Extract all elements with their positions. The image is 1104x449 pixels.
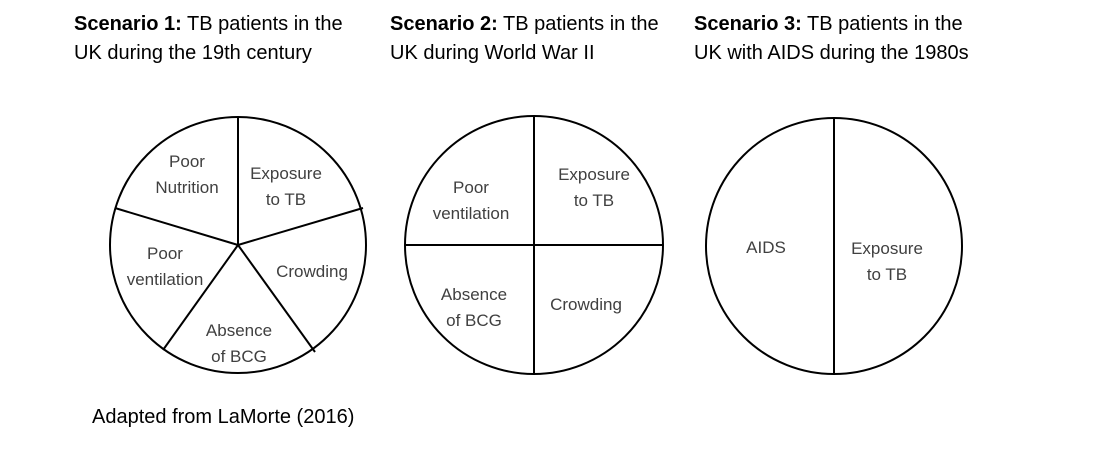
pie-3-label: AIDS [746, 238, 786, 257]
pie-1-divider [162, 244, 239, 351]
source-citation: Adapted from LaMorte (2016) [92, 406, 355, 428]
scenario-2-label: Scenario 2: [390, 13, 498, 35]
scenario-3-label: Scenario 3: [694, 13, 802, 35]
pie-1-label: Crowding [276, 262, 348, 281]
pie-1-divider [237, 244, 316, 353]
pie-1-divider [237, 207, 364, 246]
scenario-3-description: TB patients in the UK with AIDS during t… [694, 13, 969, 64]
pie-2-label: Crowding [550, 295, 622, 314]
scenario-2-description: TB patients in the UK during World War I… [390, 13, 659, 64]
scenario-3-heading: Scenario 3: TB patients in the UK with A… [694, 10, 994, 68]
scenario-1-label: Scenario 1: [74, 13, 182, 35]
scenario-2-heading: Scenario 2: TB patients in the UK during… [390, 10, 690, 68]
pie-1-divider [114, 207, 239, 246]
scenario-1-heading: Scenario 1: TB patients in the UK during… [74, 10, 374, 68]
scenario-1-description: TB patients in the UK during the 19th ce… [74, 13, 343, 64]
